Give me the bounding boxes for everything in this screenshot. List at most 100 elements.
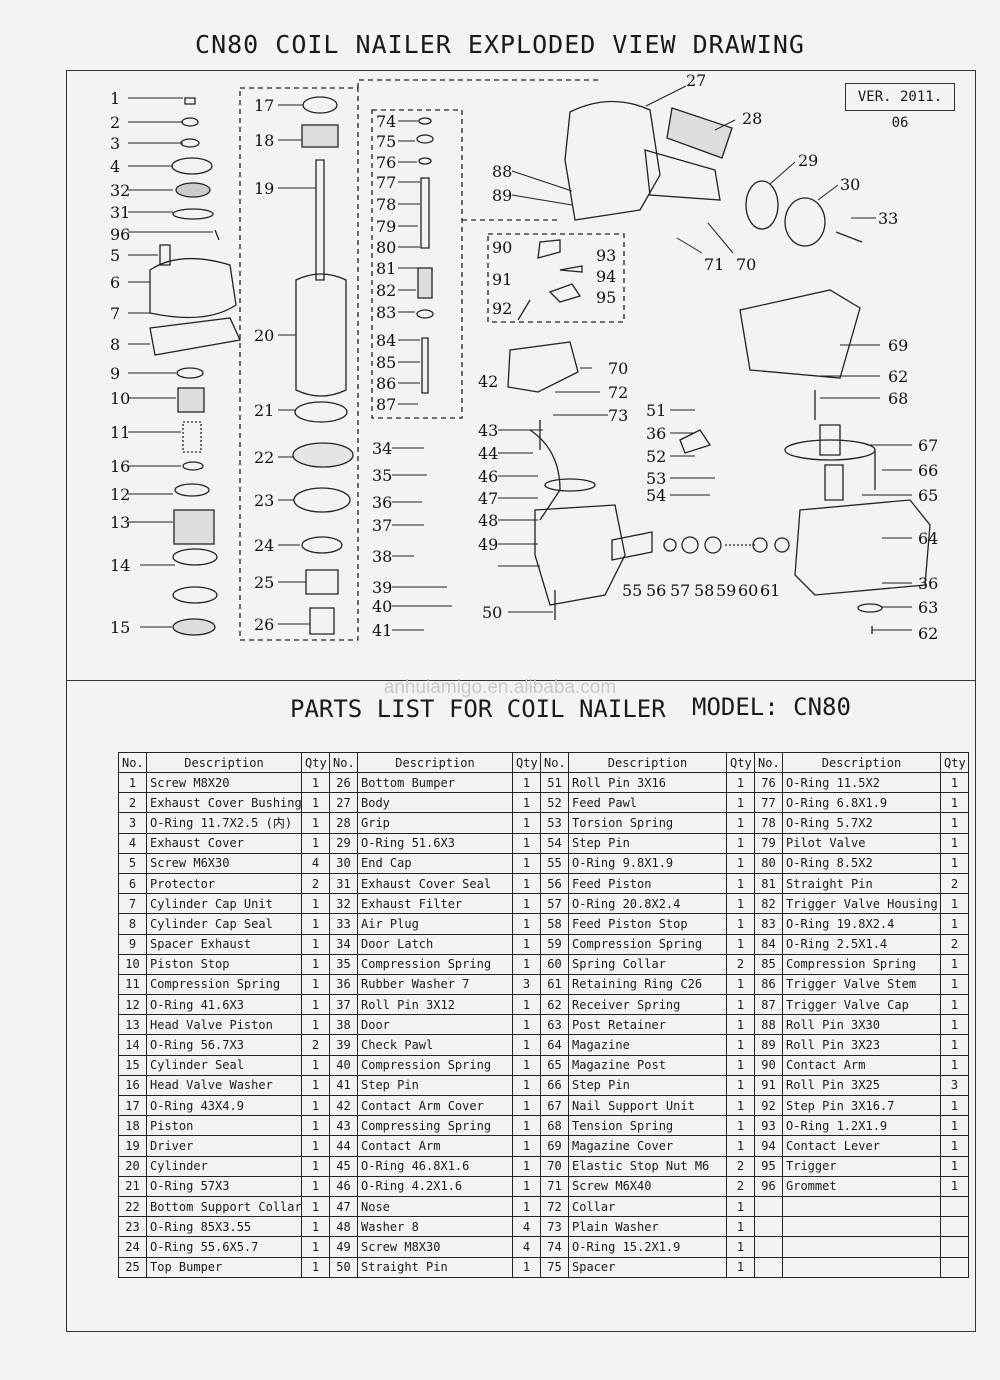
part-description: Magazine [568, 1034, 727, 1056]
part-qty: 1 [301, 1115, 330, 1137]
left-stack-parts [149, 97, 241, 636]
part-no: 34 [329, 933, 358, 955]
part-qty: 1 [940, 1135, 969, 1157]
part-qty: 1 [512, 953, 541, 975]
svg-text:35: 35 [372, 466, 392, 485]
part-no: 85 [754, 953, 783, 975]
svg-text:50: 50 [482, 603, 502, 622]
part-description: O-Ring 56.7X3 [146, 1034, 302, 1056]
svg-text:2: 2 [110, 113, 120, 132]
part-description: Grip [357, 812, 513, 834]
part-no: 79 [754, 832, 783, 854]
svg-text:36: 36 [646, 424, 666, 443]
part-qty: 1 [301, 1074, 330, 1097]
part-description: O-Ring 19.8X2.4 [782, 913, 941, 935]
part-no: 69 [540, 1135, 569, 1157]
part-no: 4 [118, 832, 147, 854]
part-description: Feed Piston [568, 872, 727, 895]
svg-text:81: 81 [376, 259, 396, 278]
part-no: 46 [329, 1175, 358, 1197]
part-no: 6 [118, 872, 147, 895]
svg-text:96: 96 [110, 225, 130, 244]
svg-text:74: 74 [376, 112, 396, 131]
part-no: 23 [118, 1216, 147, 1238]
svg-text:4: 4 [110, 157, 120, 176]
part-no: 54 [540, 832, 569, 854]
callout-leaders [128, 85, 912, 631]
parts-list-title: PARTS LIST FOR COIL NAILER [290, 695, 666, 723]
part-qty: 1 [512, 792, 541, 814]
part-qty: 1 [301, 792, 330, 814]
part-description: End Cap [357, 852, 513, 874]
column-header-description: Description [146, 752, 302, 773]
part-description: O-Ring 4.2X1.6 [357, 1175, 513, 1197]
part-qty: 1 [726, 1034, 755, 1056]
svg-text:91: 91 [492, 270, 512, 289]
part-no: 90 [754, 1054, 783, 1076]
svg-text:53: 53 [646, 469, 666, 488]
part-no: 18 [118, 1115, 147, 1137]
svg-text:47: 47 [478, 489, 498, 508]
part-no: 11 [118, 973, 147, 996]
part-qty: 1 [726, 771, 755, 794]
svg-text:86: 86 [376, 374, 396, 393]
part-qty: 1 [940, 771, 969, 794]
part-no: 3 [118, 812, 147, 834]
part-description: Nail Support Unit [568, 1094, 727, 1117]
part-no: 16 [118, 1074, 147, 1097]
part-qty: 1 [301, 913, 330, 935]
svg-text:51: 51 [646, 401, 666, 420]
svg-text:76: 76 [376, 153, 396, 172]
part-description: Feed Pawl [568, 792, 727, 814]
part-description: Contact Arm Cover [357, 1094, 513, 1117]
part-no: 51 [540, 771, 569, 794]
part-description: Trigger Valve Cap [782, 994, 941, 1016]
part-qty: 1 [301, 812, 330, 834]
part-no [754, 1236, 783, 1258]
part-no: 44 [329, 1135, 358, 1157]
part-description: Roll Pin 3X16 [568, 771, 727, 794]
part-qty: 1 [726, 1236, 755, 1258]
part-no: 57 [540, 893, 569, 915]
part-no: 55 [540, 852, 569, 874]
svg-text:36: 36 [918, 574, 938, 593]
part-no: 84 [754, 933, 783, 955]
part-qty: 1 [301, 1236, 330, 1258]
svg-text:54: 54 [646, 486, 666, 505]
part-qty [940, 1195, 969, 1218]
svg-text:62: 62 [888, 367, 908, 386]
part-qty: 1 [726, 1115, 755, 1137]
part-no: 1 [118, 771, 147, 794]
svg-text:78: 78 [376, 195, 396, 214]
part-qty: 4 [301, 852, 330, 874]
svg-text:28: 28 [742, 109, 762, 128]
svg-text:62: 62 [918, 624, 938, 643]
svg-text:18: 18 [254, 131, 274, 150]
svg-text:29: 29 [798, 151, 818, 170]
svg-text:5: 5 [110, 246, 120, 265]
part-description: O-Ring 41.6X3 [146, 994, 302, 1016]
part-no: 87 [754, 994, 783, 1016]
part-description: Compression Spring [357, 1054, 513, 1076]
part-qty: 1 [940, 973, 969, 996]
part-no: 21 [118, 1175, 147, 1197]
svg-text:59: 59 [716, 581, 736, 600]
part-qty: 1 [940, 1175, 969, 1197]
part-description: Plain Washer [568, 1216, 727, 1238]
column-header-no: No. [754, 752, 783, 773]
svg-text:41: 41 [372, 621, 392, 640]
svg-text:63: 63 [918, 598, 938, 617]
part-no: 27 [329, 792, 358, 814]
part-qty: 2 [301, 1034, 330, 1056]
part-no: 70 [540, 1155, 569, 1177]
part-qty: 1 [512, 1195, 541, 1218]
part-description: Straight Pin [357, 1256, 513, 1278]
svg-text:49: 49 [478, 535, 498, 554]
svg-text:25: 25 [254, 573, 274, 592]
